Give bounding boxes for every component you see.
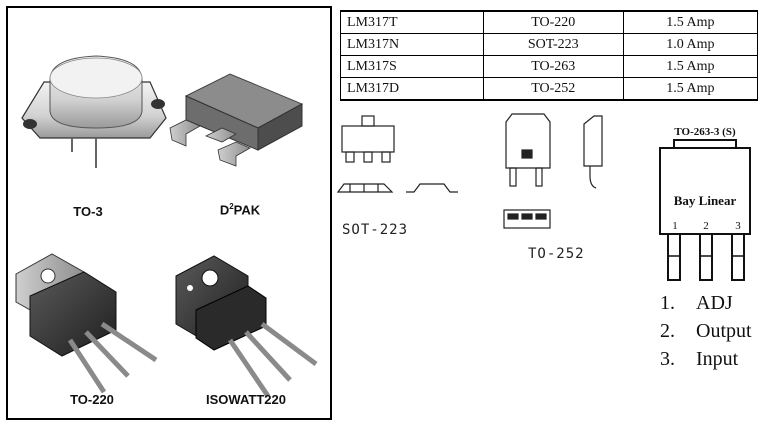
to263-title: TO-263-3 (S): [674, 126, 736, 138]
to263-outline-drawing: [659, 139, 751, 281]
d2pak-label-sup: 2: [229, 202, 234, 211]
isowatt220-label: ISOWATT220: [206, 392, 286, 407]
table-row: LM317S TO-263 1.5 Amp: [340, 55, 759, 78]
table-row: LM317N SOT-223 1.0 Amp: [340, 33, 759, 56]
pin-number: 2.: [660, 320, 675, 342]
to220-package-image: [15, 253, 158, 394]
sot223-label: SOT-223: [342, 222, 409, 238]
table-cell-current: 1.0 Amp: [622, 33, 759, 56]
isowatt220-package-image: [175, 255, 318, 398]
to3-label: TO-3: [73, 204, 103, 219]
pin-number: 1.: [660, 292, 675, 314]
to263-pin-number-3: 3: [735, 220, 741, 232]
to263-body-text: Bay Linear: [674, 193, 737, 208]
table-cell-part: LM317N: [340, 33, 484, 56]
to263-text-group: TO-263-3 (S) Bay Linear 1 2 3: [672, 126, 741, 232]
part-number-table: LM317T TO-220 1.5 Amp LM317N SOT-223 1.0…: [340, 10, 759, 101]
to263-pin-number-2: 2: [703, 220, 709, 232]
table-cell-package: TO-220: [482, 10, 624, 34]
to252-label: TO-252: [528, 246, 585, 262]
table-cell-part: LM317D: [340, 77, 484, 101]
d2pak-label-main: D: [219, 202, 230, 218]
table-cell-package: TO-263: [482, 55, 624, 78]
table-row: LM317D TO-252 1.5 Amp: [340, 77, 759, 101]
pin-name: Input: [696, 348, 739, 370]
to220-label: TO-220: [70, 392, 114, 407]
d2pak-package-image: [169, 73, 304, 167]
list-item: 2. Output: [660, 320, 752, 348]
list-item: 1. ADJ: [660, 292, 752, 320]
table-cell-package: SOT-223: [482, 33, 624, 56]
pin-assignment-list: 1. ADJ 2. Output 3. Input: [660, 292, 752, 376]
table-cell-current: 1.5 Amp: [622, 55, 759, 78]
to3-package-image: [21, 55, 167, 168]
pin-name: ADJ: [696, 292, 733, 314]
table-cell-current: 1.5 Amp: [622, 10, 759, 34]
to252-outline-drawing: [503, 113, 603, 229]
d2pak-label: D2PAK: [200, 202, 280, 217]
table-cell-package: TO-252: [482, 77, 624, 101]
pin-name: Output: [696, 320, 752, 342]
sot223-outline-drawing: [336, 115, 458, 193]
table-row: LM317T TO-220 1.5 Amp: [340, 10, 759, 34]
d2pak-label-tail: PAK: [233, 202, 261, 218]
to263-pin-number-1: 1: [672, 220, 678, 232]
table-cell-current: 1.5 Amp: [622, 77, 759, 101]
pin-number: 3.: [660, 348, 675, 370]
list-item: 3. Input: [660, 348, 752, 376]
table-cell-part: LM317S: [340, 55, 484, 78]
table-cell-part: LM317T: [340, 10, 484, 34]
